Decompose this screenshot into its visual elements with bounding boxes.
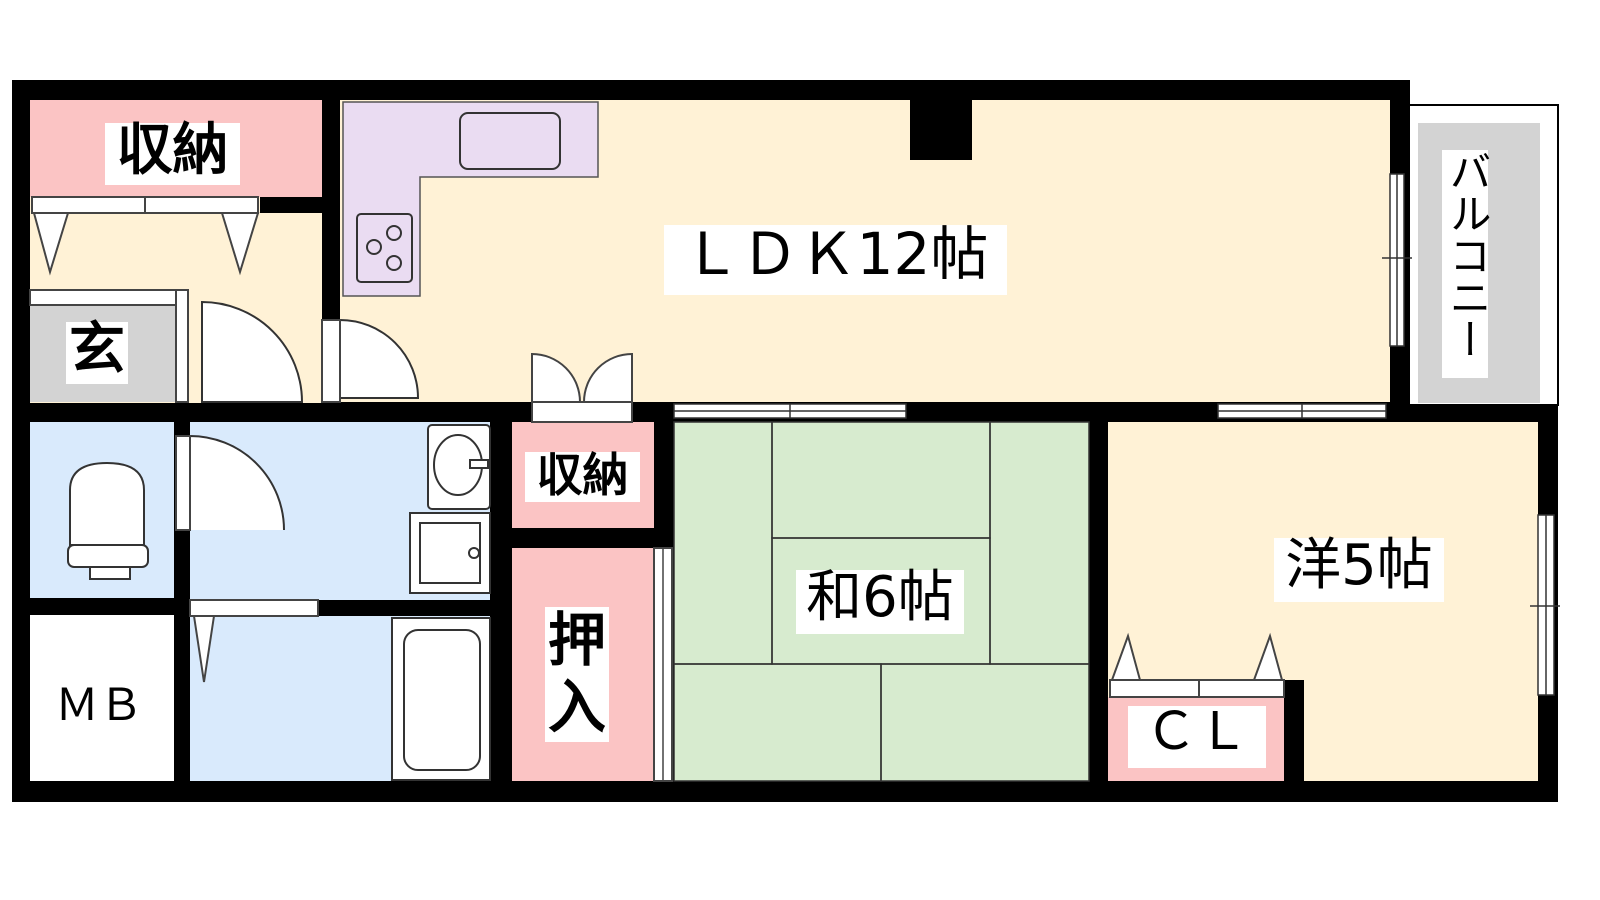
- toilet-icon: [67, 461, 149, 580]
- ldk-label: ＬＤＫ12帖: [664, 225, 1007, 295]
- door-swing-icon: [189, 434, 285, 531]
- storage-mid-label: 収納: [525, 452, 640, 502]
- washer-pan-icon: [409, 512, 491, 594]
- entrance-label: 玄: [66, 322, 128, 384]
- closet-door-icon: [531, 352, 633, 423]
- stove-icon: [356, 213, 413, 283]
- oshiire-label: 押 入: [545, 607, 609, 742]
- washitsu-label: 和6帖: [796, 570, 964, 634]
- balcony-label: バルコニー: [1442, 150, 1492, 378]
- meter-box-label: ＭＢ: [55, 680, 143, 731]
- closet-door-icon: [31, 196, 260, 276]
- storage-top-label: 収納: [105, 123, 240, 185]
- meter-box-room: [30, 615, 174, 781]
- closet-label: ＣＬ: [1128, 706, 1266, 768]
- kitchen-counter: [342, 101, 599, 297]
- structural-column: [910, 100, 972, 160]
- door-swing-icon: [339, 318, 420, 399]
- window-icon: [673, 173, 1560, 696]
- closet-door-icon: [1109, 632, 1285, 698]
- washbasin-icon: [427, 424, 491, 510]
- youshitsu-label: 洋5帖: [1274, 538, 1444, 602]
- door-swing-icon: [201, 300, 304, 403]
- bathtub-icon: [391, 617, 491, 781]
- sink-icon: [459, 112, 561, 170]
